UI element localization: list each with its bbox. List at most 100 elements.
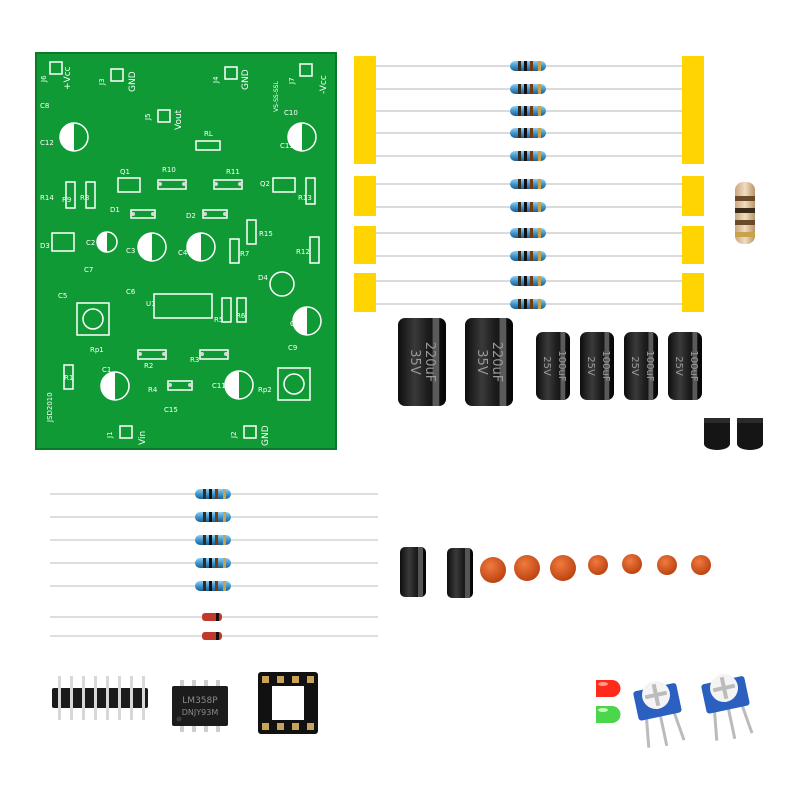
svg-text:Q1: Q1 (120, 168, 130, 176)
svg-text:R2: R2 (144, 362, 153, 370)
electrolytic-capacitor-4: 25V 100uF (580, 332, 614, 535)
taped-resistor-5 (510, 151, 546, 161)
capacitor-voltage-label: 25V (673, 356, 684, 376)
led-green (505, 706, 621, 723)
tape-left (354, 273, 376, 312)
ic-socket (258, 672, 318, 734)
svg-text:R3: R3 (190, 356, 199, 364)
pcb-top-label: VS-SS-SSL (273, 81, 280, 112)
ic-marking-line2: DNJY93M (182, 708, 219, 717)
capacitor-value-label: 220uF (422, 342, 437, 383)
connector-j5-ref: J5 (144, 113, 152, 121)
connector-j6-ref: J6 (40, 75, 48, 83)
svg-text:Rp1: Rp1 (90, 346, 104, 354)
led-red (505, 680, 621, 697)
transistor-2 (737, 418, 763, 518)
svg-text:Rp2: Rp2 (258, 386, 272, 394)
svg-text:C13: C13 (280, 142, 294, 150)
small-electrolytic-1 (400, 547, 426, 700)
svg-text:C5: C5 (58, 292, 67, 300)
ceramic-capacitor-2 (514, 555, 540, 655)
svg-text:C7: C7 (84, 266, 93, 274)
capacitor-voltage-label: 25V (541, 356, 552, 376)
taped-resistor-7 (510, 202, 546, 212)
trimmer-2 (701, 674, 754, 741)
transistors (704, 418, 763, 518)
capacitor-value-label: 100uF (600, 350, 611, 381)
svg-text:R8: R8 (80, 194, 89, 202)
svg-text:R4: R4 (148, 386, 158, 394)
connector-j3-ref: J3 (98, 78, 106, 86)
connector-j6: +Vcc J6 (40, 61, 73, 90)
pcb-refs: C8 C10 C12 C13 RL R10 R11 Q1 Q2 R14 R9 R… (40, 102, 312, 414)
connector-j4-ref: J4 (212, 76, 220, 84)
connector-j4: GND J4 (212, 66, 251, 90)
taped-resistor-6 (510, 179, 546, 189)
loose-resistor-2 (195, 512, 231, 522)
pcb-board: +Vcc J6 GND J3 GND J4 -Vcc J7 VS-SS-SSL … (35, 52, 337, 450)
ceramic-capacitor-5 (622, 554, 642, 655)
connector-j3-label: GND (128, 71, 138, 92)
capacitor-value-label: 220uF (489, 342, 504, 383)
loose-resistors-and-diodes (50, 489, 378, 640)
taped-resistor-9 (510, 251, 546, 261)
connector-j2: GND J2 (230, 425, 271, 446)
connector-j5-label: Vout (174, 109, 184, 130)
ceramic-capacitor-7 (691, 555, 711, 655)
small-electrolytic-2 (447, 548, 473, 700)
svg-text:C4: C4 (178, 249, 188, 257)
pcb-fill-marks (60, 123, 307, 400)
taped-resistor-8 (510, 228, 546, 238)
connector-j7: -Vcc J7 (288, 63, 329, 94)
capacitor-voltage-label: 25V (585, 356, 596, 376)
connector-j2-label: GND (261, 425, 271, 446)
taped-resistor-11 (510, 299, 546, 309)
ic-marking-line1: LM358P (182, 696, 218, 706)
tape-left (354, 226, 376, 264)
svg-text:R12: R12 (296, 248, 310, 256)
svg-text:R6: R6 (236, 312, 246, 320)
leds (505, 680, 621, 723)
ceramic-capacitor-1 (480, 557, 506, 655)
tape-left (354, 56, 376, 164)
pcb-board-text: JSD2010 (46, 392, 54, 423)
connector-j1-ref: J1 (106, 431, 114, 439)
svg-text:C12: C12 (40, 139, 54, 147)
svg-text:R7: R7 (240, 250, 249, 258)
svg-text:RL: RL (204, 130, 213, 138)
svg-text:R15: R15 (259, 230, 273, 238)
svg-text:C6: C6 (126, 288, 136, 296)
capacitor-voltage-label: 35V (474, 349, 489, 375)
diode-1 (202, 613, 222, 621)
capacitor-value-label: 100uF (556, 350, 567, 381)
tape-left (354, 176, 376, 216)
tape-right (682, 176, 704, 216)
loose-resistor-3 (195, 535, 231, 545)
ceramic-capacitor-4 (588, 555, 608, 655)
svg-text:C11: C11 (212, 382, 226, 390)
tape-right (682, 56, 704, 164)
ceramic-capacitor-3 (550, 555, 576, 655)
connector-j1: Vin J1 (106, 425, 148, 445)
trimmer-potentiometers (633, 674, 754, 748)
loose-resistor-4 (195, 558, 231, 568)
svg-text:C3: C3 (126, 247, 135, 255)
svg-text:C8: C8 (40, 102, 49, 110)
ceramic-capacitors (480, 554, 711, 655)
svg-text:R1: R1 (64, 374, 73, 382)
electrolytic-capacitors-small (400, 547, 473, 700)
transistor-1 (704, 418, 730, 518)
svg-text:U1: U1 (146, 300, 156, 308)
capacitor-voltage-label: 35V (407, 349, 422, 375)
loose-resistor-1 (195, 489, 231, 499)
svg-text:R14: R14 (40, 194, 54, 202)
svg-text:D1: D1 (110, 206, 120, 214)
svg-text:D4: D4 (258, 274, 268, 282)
svg-text:Q2: Q2 (260, 180, 270, 188)
connector-j2-ref: J2 (230, 431, 238, 439)
pin-header (52, 676, 148, 720)
